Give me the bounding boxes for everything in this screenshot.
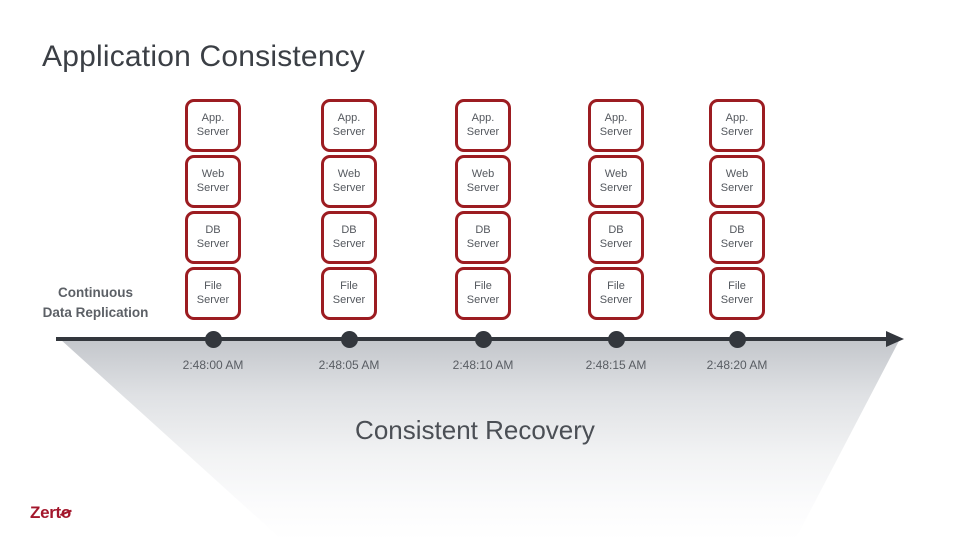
server-box-line-1: File [340, 280, 358, 293]
server-box-line-1: Web [604, 168, 628, 181]
timeline-axis [56, 331, 904, 347]
server-box-line-1: Web [471, 168, 495, 181]
timeline-dot[interactable] [728, 331, 746, 348]
timeline-timestamp: 2:48:10 AM [452, 358, 514, 372]
consistent-recovery-label: Consistent Recovery [355, 415, 595, 445]
server-box[interactable]: App.Server [588, 99, 644, 152]
timeline-timestamp: 2:48:20 AM [706, 358, 768, 372]
server-box-line-1: DB [475, 224, 491, 237]
server-box-line-2: Server [196, 237, 230, 250]
server-box-line-1: App. [471, 112, 495, 125]
server-box-line-2: Server [466, 293, 500, 306]
server-box[interactable]: App.Server [321, 99, 377, 152]
server-box-line-2: Server [332, 237, 366, 250]
server-box-line-1: App. [725, 112, 749, 125]
server-box-line-1: File [474, 280, 492, 293]
server-box-line-1: File [728, 280, 746, 293]
server-box-line-1: File [204, 280, 222, 293]
zerto-logo-slashed-o: o [60, 503, 72, 522]
server-box-line-1: App. [604, 112, 628, 125]
server-box-line-2: Server [720, 237, 754, 250]
server-box-line-2: Server [332, 125, 366, 138]
server-box-line-1: Web [337, 168, 361, 181]
page-title: Application Consistency [42, 40, 366, 73]
server-box[interactable]: App.Server [455, 99, 511, 152]
server-box-line-2: Server [332, 293, 366, 306]
timeline-timestamp: 2:48:05 AM [318, 358, 380, 372]
server-box-line-2: Server [599, 181, 633, 194]
timeline-dot[interactable] [204, 331, 222, 348]
caption-line-1: Continuous [58, 285, 133, 300]
timeline-timestamp: 2:48:15 AM [585, 358, 647, 372]
server-box-line-2: Server [466, 237, 500, 250]
server-box-line-2: Server [599, 237, 633, 250]
server-box-line-2: Server [720, 125, 754, 138]
server-box-line-2: Server [332, 181, 366, 194]
timeline-dot[interactable] [340, 331, 358, 348]
server-box-line-2: Server [196, 293, 230, 306]
server-box-line-1: Web [725, 168, 749, 181]
zerto-logo: Zerto [30, 503, 71, 523]
server-box[interactable]: App.Server [185, 99, 241, 152]
server-box-line-1: DB [341, 224, 357, 237]
server-box-line-2: Server [720, 293, 754, 306]
server-box-line-2: Server [196, 181, 230, 194]
server-box-line-2: Server [466, 125, 500, 138]
server-box-line-1: DB [205, 224, 221, 237]
server-box-line-1: DB [608, 224, 624, 237]
server-box-line-1: File [607, 280, 625, 293]
server-box-line-2: Server [720, 181, 754, 194]
timeline-timestamp: 2:48:00 AM [182, 358, 244, 372]
server-box-line-2: Server [196, 125, 230, 138]
server-box[interactable]: App.Server [709, 99, 765, 152]
zerto-logo-text: Zert [30, 503, 61, 522]
timeline-dot[interactable] [474, 331, 492, 348]
timeline-dot[interactable] [607, 331, 625, 348]
server-box-line-1: App. [201, 112, 225, 125]
server-box-line-2: Server [599, 293, 633, 306]
server-box-line-1: Web [201, 168, 225, 181]
server-box-line-2: Server [599, 125, 633, 138]
server-box-line-1: DB [729, 224, 745, 237]
server-box-line-1: App. [337, 112, 361, 125]
caption-line-2: Data Replication [42, 304, 149, 320]
server-box-line-2: Server [466, 181, 500, 194]
continuous-data-replication-label: Continuous Data Replication [18, 283, 173, 322]
